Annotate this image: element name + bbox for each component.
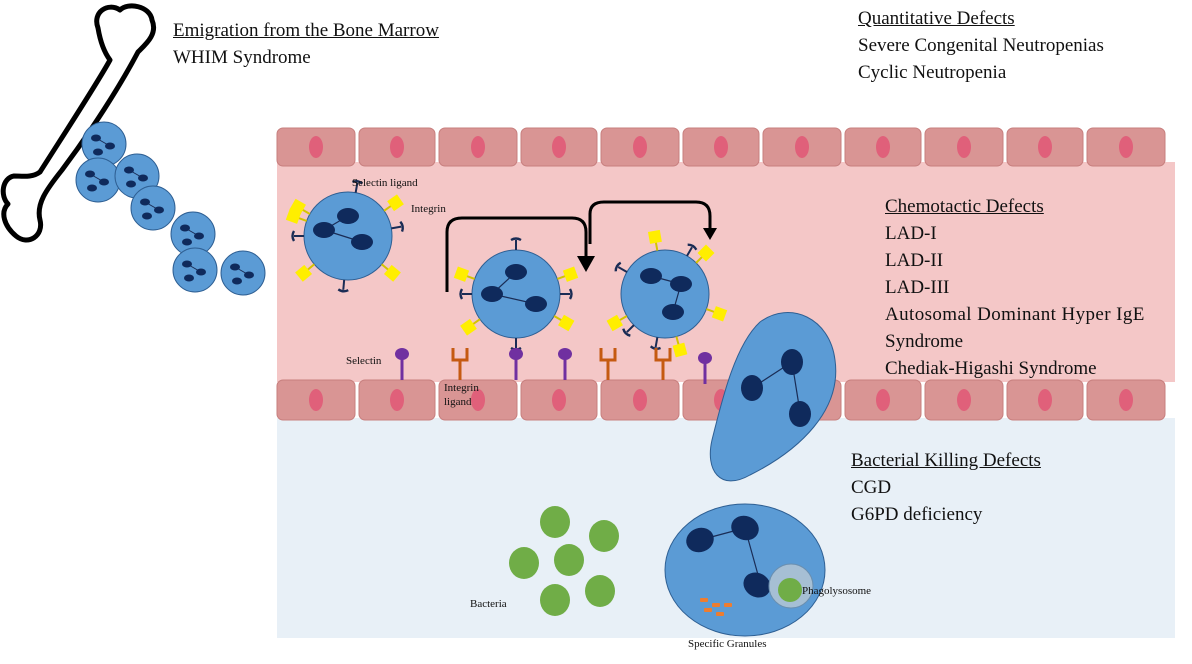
bacteria-cluster bbox=[509, 506, 619, 616]
chemotactic-item-lad1: LAD-I bbox=[885, 223, 937, 244]
vessel-lumen bbox=[277, 162, 1175, 382]
chemotactic-item-lad2: LAD-II bbox=[885, 250, 944, 271]
emigration-title: Emigration from the Bone Marrow bbox=[173, 20, 439, 41]
bacterial-item-g6pd: G6PD deficiency bbox=[851, 504, 983, 525]
rolling-arrow-2-head bbox=[703, 228, 717, 240]
chemotactic-item-chediak: Chediak-Higashi Syndrome bbox=[885, 358, 1097, 379]
label-specific-granules: Specific Granules bbox=[688, 638, 767, 650]
selectins bbox=[395, 348, 712, 384]
rolling-arrow-2 bbox=[588, 200, 712, 244]
label-integrin-ligand-2: ligand bbox=[444, 396, 472, 408]
chemotactic-item-hyper-ige: Autosomal Dominant Hyper IgE bbox=[885, 304, 1145, 325]
marrow-neutrophils bbox=[75, 121, 266, 296]
bacterial-title: Bacterial Killing Defects bbox=[851, 450, 1041, 471]
chemotactic-title: Chemotactic Defects bbox=[885, 196, 1044, 217]
phagocytic-neutrophil bbox=[664, 503, 826, 637]
bacterial-item-cgd: CGD bbox=[851, 477, 892, 498]
label-phagolysosome: Phagolysosome bbox=[802, 585, 872, 597]
bone-icon bbox=[0, 3, 156, 243]
quantitative-item-cyclic: Cyclic Neutropenia bbox=[858, 62, 1007, 83]
quantitative-title: Quantitative Defects bbox=[858, 8, 1015, 29]
emigration-item-whim: WHIM Syndrome bbox=[173, 47, 311, 68]
label-selectin: Selectin bbox=[346, 355, 382, 367]
specific-granules-icon bbox=[700, 598, 732, 616]
lumen-neutrophils bbox=[285, 180, 728, 358]
label-integrin: Integrin bbox=[411, 203, 446, 215]
chemotactic-item-lad3: LAD-III bbox=[885, 277, 950, 298]
label-integrin-ligand-1: Integrin bbox=[444, 382, 479, 394]
top-endothelium bbox=[276, 127, 1166, 167]
rolling-arrow-1 bbox=[445, 216, 588, 292]
label-bacteria: Bacteria bbox=[470, 598, 507, 610]
integrin-ligands bbox=[451, 348, 672, 380]
rolling-arrow-1-head bbox=[577, 256, 595, 272]
label-selectin-ligand: Selectin ligand bbox=[352, 177, 418, 189]
chemotactic-item-syndrome: Syndrome bbox=[885, 331, 964, 352]
transmigrating-neutrophil bbox=[709, 312, 837, 482]
quantitative-item-scn: Severe Congenital Neutropenias bbox=[858, 35, 1104, 56]
